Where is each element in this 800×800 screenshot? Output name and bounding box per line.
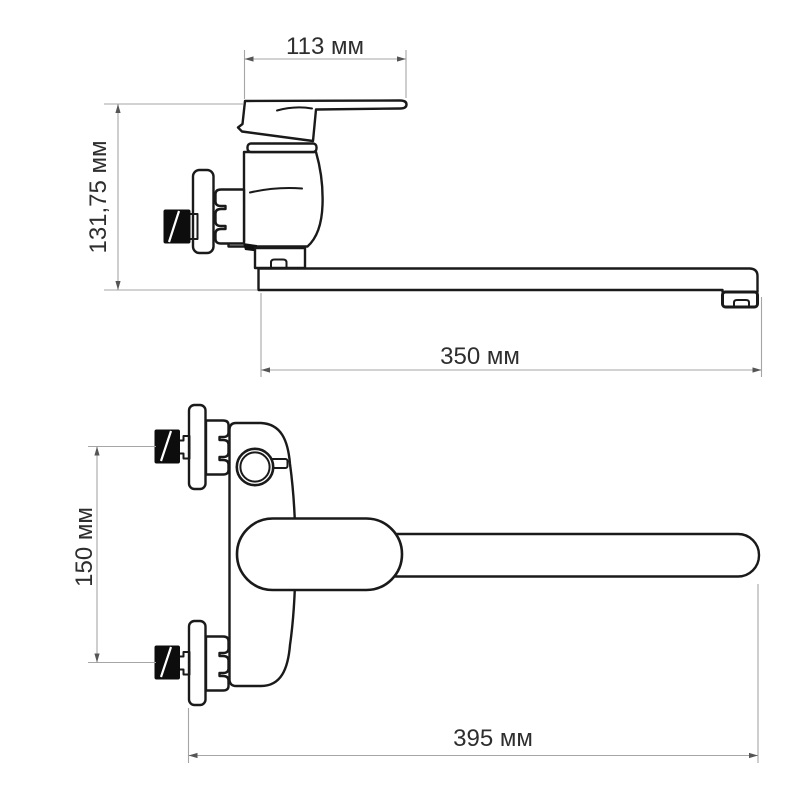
eccentric-thread-side: [163, 209, 191, 244]
wall-escutcheon-bottom: [187, 619, 207, 707]
dim-label-350: 350 мм: [440, 343, 520, 370]
dimension-overall-length: 395 мм: [187, 584, 759, 763]
dimension-body-height: 131,75 мм: [85, 103, 257, 291]
dim-label-395: 395 мм: [453, 725, 533, 752]
mounting-nut-side: [214, 188, 246, 245]
diverter-ring: [235, 447, 289, 487]
wall-escutcheon-side: [191, 168, 215, 255]
eccentric-thread-bottom: [154, 645, 180, 680]
dim-label-113: 113 мм: [286, 33, 364, 60]
dimension-handle-width: 113 мм: [243, 33, 407, 99]
side-view: 113 мм 131,75 мм 350 мм: [85, 33, 763, 377]
cartridge-ring: [246, 142, 318, 154]
dim-label-150: 150 мм: [71, 507, 98, 587]
dimension-spout-length: 350 мм: [260, 293, 763, 377]
wall-escutcheon-top: [187, 403, 207, 491]
body-shadow-wedge: [243, 243, 257, 252]
lever-handle: [236, 99, 408, 143]
front-view: 150 мм 395 мм: [71, 403, 761, 763]
spout-base-notch: [270, 258, 288, 268]
dimension-connection-spacing: 150 мм: [71, 445, 156, 664]
handle-front: [235, 517, 404, 592]
mounting-nut-top: [204, 419, 230, 476]
eccentric-thread-top: [154, 429, 180, 464]
spout-front: [373, 532, 761, 578]
spout-base: [253, 246, 307, 270]
lever-handle-curve: [276, 106, 313, 112]
body-highlight-line: [249, 187, 303, 194]
aerator-insert: [733, 299, 750, 308]
mounting-assembly-top: [154, 403, 230, 491]
mounting-nut-bottom: [204, 635, 230, 692]
spout-side: [257, 267, 759, 294]
mounting-assembly-bottom: [154, 619, 230, 707]
dim-label-131-75: 131,75 мм: [85, 140, 112, 253]
